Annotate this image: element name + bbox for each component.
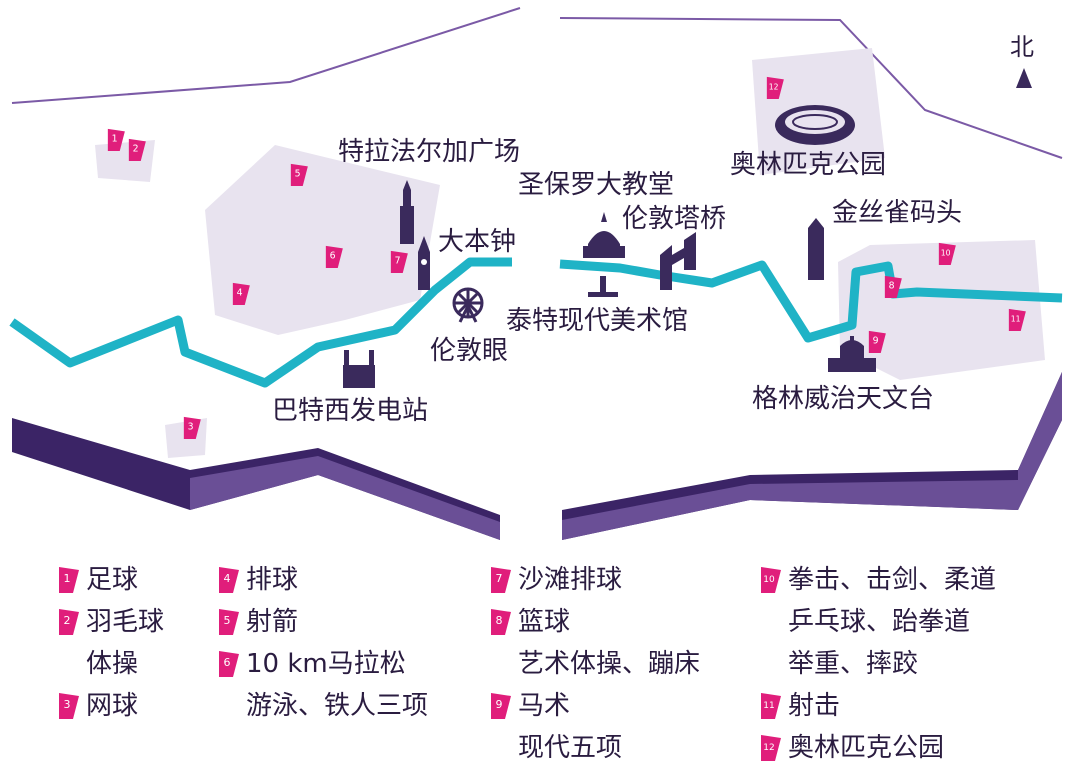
boundary-line-north-left bbox=[11, 7, 521, 104]
nelsons-column-icon bbox=[400, 180, 414, 244]
venue-marker-5: 5 bbox=[290, 163, 308, 186]
label-greenwich: 格林威治天文台 bbox=[752, 384, 935, 414]
svg-text:12: 12 bbox=[763, 743, 774, 753]
venue-marker-3: 3 bbox=[183, 416, 201, 439]
venue-marker-12: 12 bbox=[766, 76, 784, 99]
label-london-eye: 伦敦眼 bbox=[430, 336, 509, 366]
label-tate-modern: 泰特现代美术馆 bbox=[506, 306, 689, 336]
north-label: 北 bbox=[1010, 33, 1034, 61]
marker-11-icon: 11 bbox=[760, 692, 782, 720]
label-tower-bridge: 伦敦塔桥 bbox=[622, 204, 727, 234]
venue-marker-9: 9 bbox=[868, 330, 886, 353]
tower-bridge-icon bbox=[660, 232, 696, 290]
boundary-line-north-right bbox=[559, 17, 1063, 159]
marker-12-icon: 12 bbox=[760, 734, 782, 762]
zone-west-central bbox=[205, 145, 440, 335]
svg-text:8: 8 bbox=[889, 281, 895, 292]
svg-text:5: 5 bbox=[295, 169, 301, 180]
marker-10-icon: 10 bbox=[760, 566, 782, 594]
svg-text:11: 11 bbox=[1011, 315, 1021, 324]
label-battersea: 巴特西发电站 bbox=[272, 396, 429, 426]
zone-1-2 bbox=[95, 140, 155, 182]
canary-wharf-icon bbox=[808, 218, 824, 280]
marker-1-icon: 1 bbox=[58, 566, 80, 594]
river-thames-west bbox=[9, 257, 512, 388]
svg-text:6: 6 bbox=[224, 656, 231, 669]
svg-text:10: 10 bbox=[763, 575, 775, 585]
svg-text:7: 7 bbox=[395, 256, 401, 267]
venue-marker-4: 4 bbox=[232, 282, 250, 305]
svg-text:3: 3 bbox=[64, 698, 71, 711]
label-big-ben: 大本钟 bbox=[438, 227, 517, 257]
venue-marker-11: 11 bbox=[1008, 308, 1026, 331]
venue-marker-6: 6 bbox=[325, 245, 343, 268]
svg-text:11: 11 bbox=[763, 701, 774, 711]
svg-text:2: 2 bbox=[64, 614, 71, 627]
label-olympic-park: 奥林匹克公园 bbox=[730, 150, 887, 180]
big-ben-icon bbox=[418, 236, 430, 290]
svg-text:4: 4 bbox=[224, 572, 231, 585]
marker-5-icon: 5 bbox=[218, 608, 240, 636]
venue-marker-1: 1 bbox=[107, 128, 125, 151]
svg-text:7: 7 bbox=[496, 572, 503, 585]
marker-8-icon: 8 bbox=[490, 608, 512, 636]
marker-2-icon: 2 bbox=[58, 608, 80, 636]
marker-7-icon: 7 bbox=[490, 566, 512, 594]
marker-9-icon: 9 bbox=[490, 692, 512, 720]
label-trafalgar-square: 特拉法尔加广场 bbox=[338, 137, 521, 167]
venue-marker-8: 8 bbox=[884, 275, 902, 298]
svg-text:5: 5 bbox=[224, 614, 231, 627]
svg-text:10: 10 bbox=[941, 249, 951, 258]
tate-modern-icon bbox=[588, 276, 618, 297]
london-eye-icon bbox=[452, 287, 484, 323]
svg-text:9: 9 bbox=[496, 698, 503, 711]
svg-text:6: 6 bbox=[330, 251, 336, 262]
svg-text:1: 1 bbox=[64, 572, 71, 585]
battersea-power-station-icon bbox=[343, 350, 375, 388]
svg-text:1: 1 bbox=[112, 134, 118, 145]
label-canary-wharf: 金丝雀码头 bbox=[832, 198, 963, 228]
marker-3-icon: 3 bbox=[58, 692, 80, 720]
greenwich-observatory-icon bbox=[828, 336, 876, 372]
venue-marker-2: 2 bbox=[128, 138, 146, 161]
map-wall-right bbox=[562, 372, 1062, 540]
st-pauls-cathedral-icon bbox=[583, 212, 625, 258]
svg-text:8: 8 bbox=[496, 614, 503, 627]
svg-text:3: 3 bbox=[188, 422, 194, 433]
venue-marker-7: 7 bbox=[390, 250, 408, 273]
label-st-pauls: 圣保罗大教堂 bbox=[518, 170, 675, 200]
svg-text:2: 2 bbox=[133, 144, 139, 155]
north-arrow-icon bbox=[1016, 68, 1032, 88]
svg-text:4: 4 bbox=[237, 288, 243, 299]
marker-4-icon: 4 bbox=[218, 566, 240, 594]
venue-marker-10: 10 bbox=[938, 242, 956, 265]
olympic-stadium-icon bbox=[775, 105, 855, 145]
svg-text:12: 12 bbox=[769, 83, 779, 92]
svg-text:9: 9 bbox=[873, 336, 879, 347]
marker-6-icon: 6 bbox=[218, 650, 240, 678]
map-wall-left bbox=[12, 418, 500, 540]
